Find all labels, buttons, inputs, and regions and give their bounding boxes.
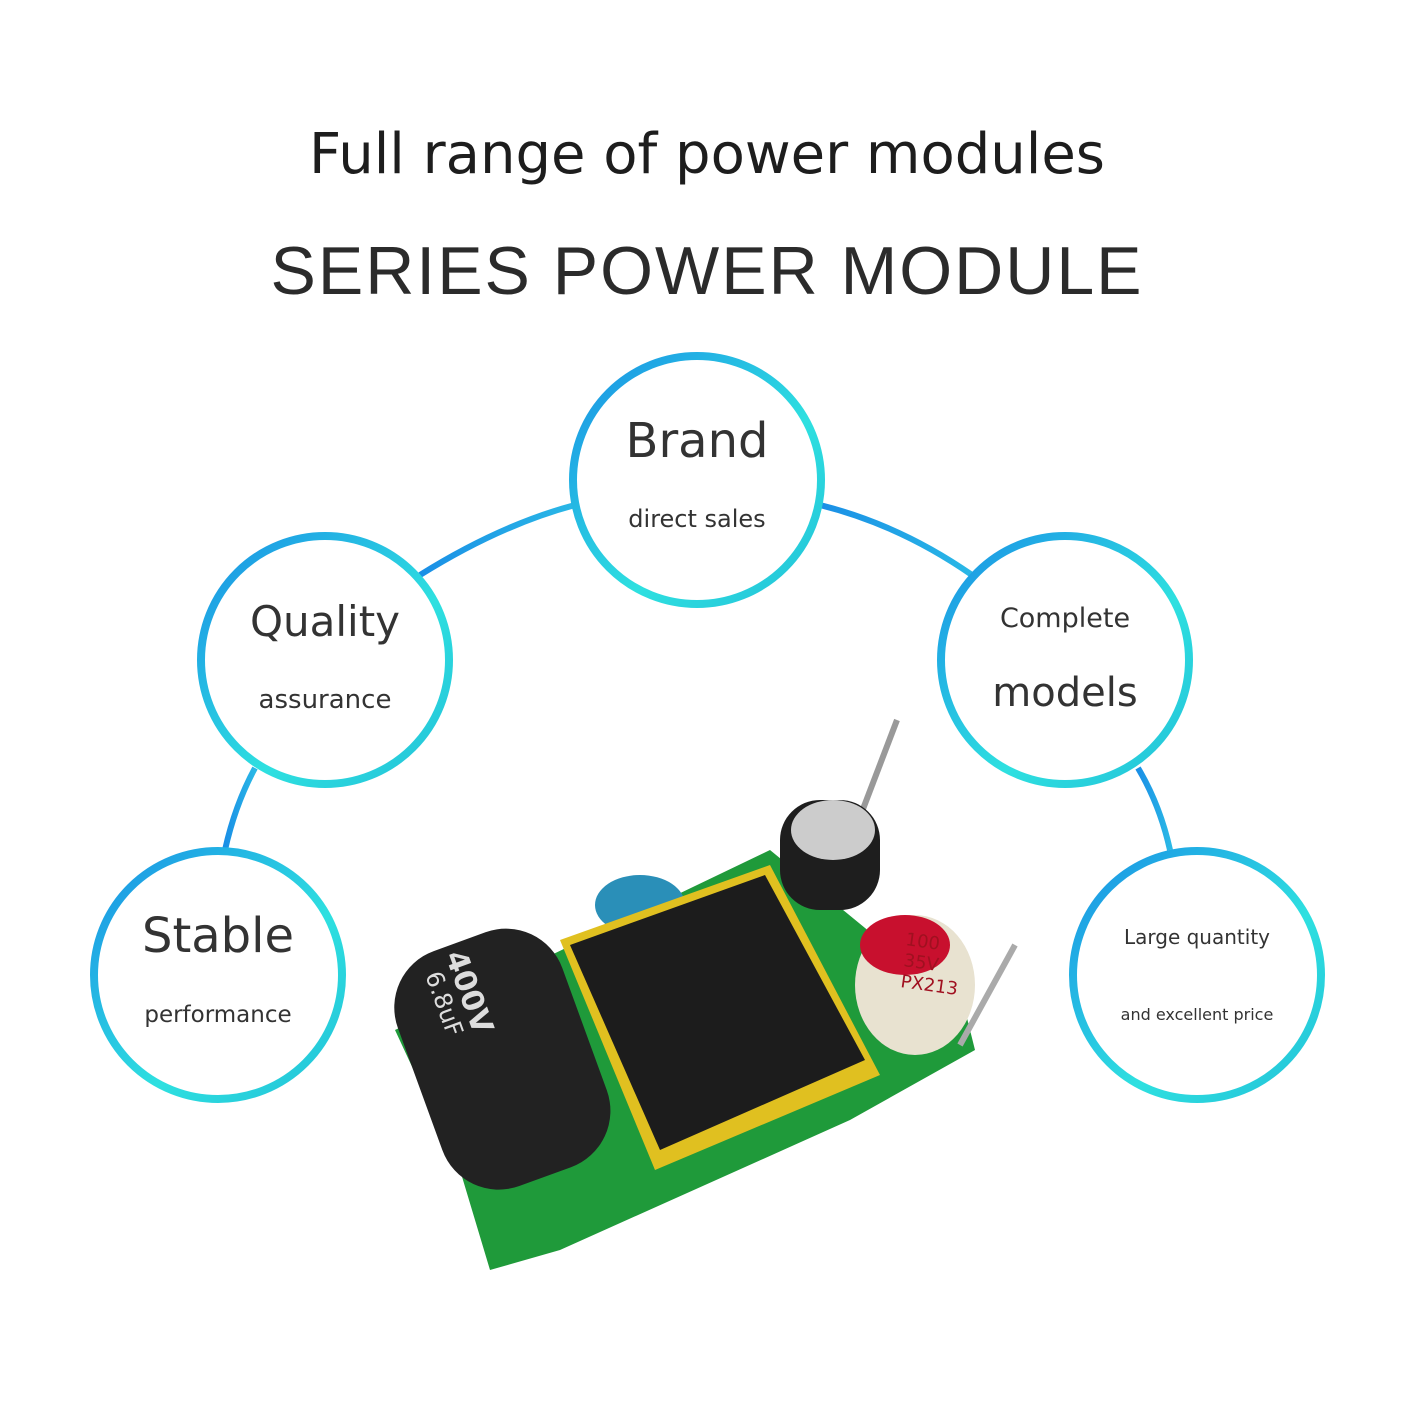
page-subtitle: SERIES POWER MODULE [270, 233, 1144, 309]
feature-subtitle: and excellent price [1120, 1005, 1274, 1024]
connector-arc [819, 502, 974, 578]
electrolytic-capacitor [394, 928, 611, 1190]
connector-arc [1135, 766, 1173, 851]
feature-price: Large quantity and excellent price [1072, 850, 1322, 1100]
transformer [570, 875, 865, 1150]
ring-price [1069, 847, 1325, 1103]
feature-subtitle: direct sales [628, 505, 766, 533]
feature-rings [90, 352, 1325, 1103]
feature-subtitle: Complete [999, 603, 1131, 634]
connector-arcs [222, 502, 1173, 851]
ring-models [937, 532, 1193, 788]
ring-brand [569, 352, 825, 608]
feature-subtitle: assurance [258, 685, 392, 715]
svg-text:35V: 35V [902, 950, 940, 976]
feature-title: Large quantity [1123, 925, 1270, 949]
ring-stable [90, 847, 346, 1103]
feature-title: Quality [249, 597, 401, 646]
connector-arc [418, 502, 576, 578]
page-title: Full range of power modules [309, 122, 1105, 187]
connector-arc [222, 766, 258, 851]
feature-brand: Brand direct sales [572, 355, 822, 605]
feature-subtitle: performance [144, 1002, 292, 1028]
power-module-image: 400V 6.8uF 100 35V PX213 [394, 718, 1018, 1270]
feature-title: models [992, 670, 1138, 716]
feature-quality: Quality assurance [200, 535, 450, 785]
svg-text:100: 100 [904, 929, 941, 955]
feature-title: Stable [141, 908, 295, 964]
feature-models: Complete models [940, 535, 1190, 785]
feature-stable: Stable performance [93, 850, 343, 1100]
feature-title: Brand [625, 413, 769, 469]
ring-quality [197, 532, 453, 788]
